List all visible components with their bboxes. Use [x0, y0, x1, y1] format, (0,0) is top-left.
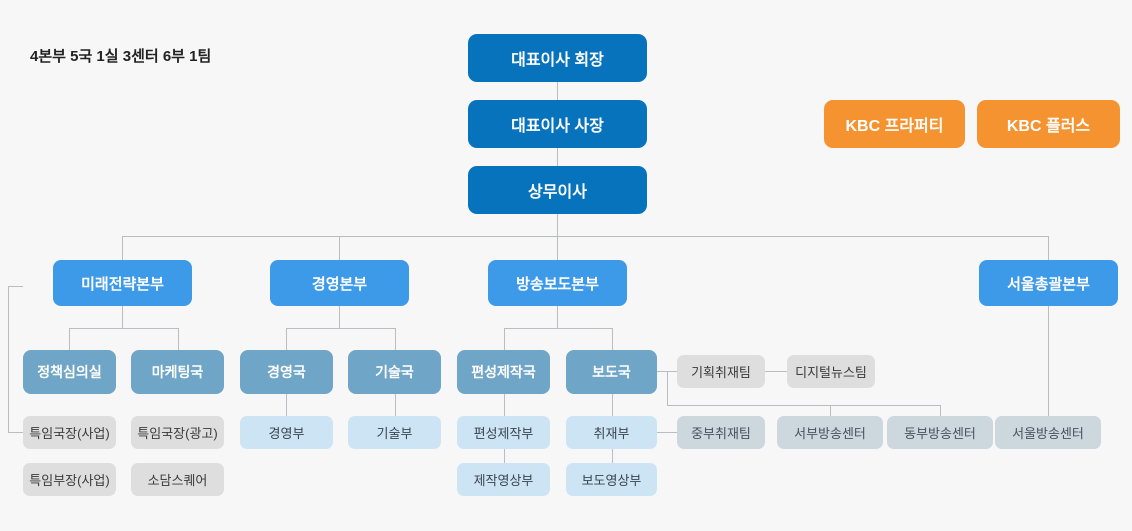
node-production-video-dept[interactable]: 제작영상부 [457, 463, 550, 496]
connector-left-branch-vertical [8, 286, 9, 432]
connector-to-technology-bureau [395, 328, 396, 350]
node-kbc-plus[interactable]: KBC 플러스 [977, 100, 1120, 148]
connector-coverage-to-news-video [612, 441, 613, 463]
connector-seoul-general-to-center [1048, 306, 1049, 418]
connector-bus-to-seoul-general [1048, 236, 1049, 260]
connector-to-programming-bureau [504, 328, 505, 350]
connector-to-west-broadcast-center [830, 405, 831, 418]
connector-broadcast-news-bus [504, 328, 613, 329]
connector-news-bureau-right-stem [656, 371, 667, 372]
connector-broadcast-center-bus [667, 405, 940, 406]
connector-management-bureau-to-dept [286, 394, 287, 416]
connector-management-division-bus [286, 328, 395, 329]
node-coverage-dept[interactable]: 취재부 [566, 416, 657, 449]
node-sodam-square[interactable]: 소담스퀘어 [131, 463, 224, 496]
connector-coverage-to-central-team [656, 432, 677, 433]
connector-left-branch-to-special-director [8, 432, 23, 433]
node-technology-bureau[interactable]: 기술국 [348, 350, 441, 394]
node-seoul-general-division[interactable]: 서울총괄본부 [979, 260, 1118, 306]
node-managing-director[interactable]: 상무이사 [468, 166, 647, 214]
connector-programming-bureau-to-dept [504, 394, 505, 416]
connector-to-news-bureau [612, 328, 613, 350]
connector-division-bus [122, 236, 1049, 237]
node-central-coverage-team[interactable]: 중부취재팀 [677, 416, 765, 449]
node-kbc-property[interactable]: KBC 프라퍼티 [824, 100, 965, 148]
connector-broadcast-news-stem [557, 306, 558, 328]
connector-to-policy-review [69, 328, 70, 350]
connector-technology-bureau-to-dept [395, 394, 396, 416]
node-programming-production-dept[interactable]: 편성제작부 [457, 416, 550, 449]
node-special-director-business[interactable]: 특임국장(사업) [23, 416, 116, 449]
node-broadcast-news-division[interactable]: 방송보도본부 [488, 260, 627, 306]
node-special-director-ad[interactable]: 특임국장(광고) [131, 416, 224, 449]
connector-news-bureau-to-coverage [612, 394, 613, 416]
connector-to-marketing-bureau [178, 328, 179, 350]
connector-managing-to-bus [557, 214, 558, 236]
chart-caption: 4본부 5국 1실 3센터 6부 1팀 [30, 48, 212, 65]
node-programming-production-bureau[interactable]: 편성제작국 [457, 350, 550, 394]
node-news-bureau[interactable]: 보도국 [566, 350, 657, 394]
connector-bus-to-management-division [339, 236, 340, 260]
node-east-broadcast-center[interactable]: 동부방송센터 [887, 416, 993, 449]
node-future-strategy-division[interactable]: 미래전략본부 [53, 260, 192, 306]
connector-bus-to-broadcast-news [557, 236, 558, 260]
connector-bus-to-future-strategy [122, 236, 123, 260]
node-technology-dept[interactable]: 기술부 [348, 416, 441, 449]
node-marketing-bureau[interactable]: 마케팅국 [131, 350, 224, 394]
node-management-dept[interactable]: 경영부 [240, 416, 333, 449]
node-management-division[interactable]: 경영본부 [270, 260, 409, 306]
node-special-manager-business[interactable]: 특임부장(사업) [23, 463, 116, 496]
connector-future-strategy-stem [122, 306, 123, 328]
connector-programming-dept-to-video [504, 441, 505, 463]
node-ceo-chairman[interactable]: 대표이사 회장 [468, 34, 647, 82]
node-planning-coverage-team[interactable]: 기획취재팀 [677, 355, 765, 388]
node-management-bureau[interactable]: 경영국 [240, 350, 333, 394]
connector-to-east-broadcast-center [940, 405, 941, 418]
node-digital-news-team[interactable]: 디지털뉴스팀 [787, 355, 875, 388]
connector-ceo-president-to-managing [557, 148, 558, 166]
connector-news-bureau-right-vertical [667, 371, 668, 405]
connector-future-strategy-bus [69, 328, 178, 329]
node-seoul-broadcast-center[interactable]: 서울방송센터 [995, 416, 1101, 449]
node-news-video-dept[interactable]: 보도영상부 [566, 463, 657, 496]
connector-to-planning-coverage-team [667, 371, 677, 372]
connector-planning-to-digital-news [765, 371, 787, 372]
node-ceo-president[interactable]: 대표이사 사장 [468, 100, 647, 148]
connector-management-division-stem [339, 306, 340, 328]
connector-left-branch-top [8, 286, 23, 287]
node-west-broadcast-center[interactable]: 서부방송센터 [777, 416, 883, 449]
connector-to-management-bureau [286, 328, 287, 350]
node-policy-review-office[interactable]: 정책심의실 [23, 350, 116, 394]
connector-ceo-chairman-to-president [557, 82, 558, 100]
